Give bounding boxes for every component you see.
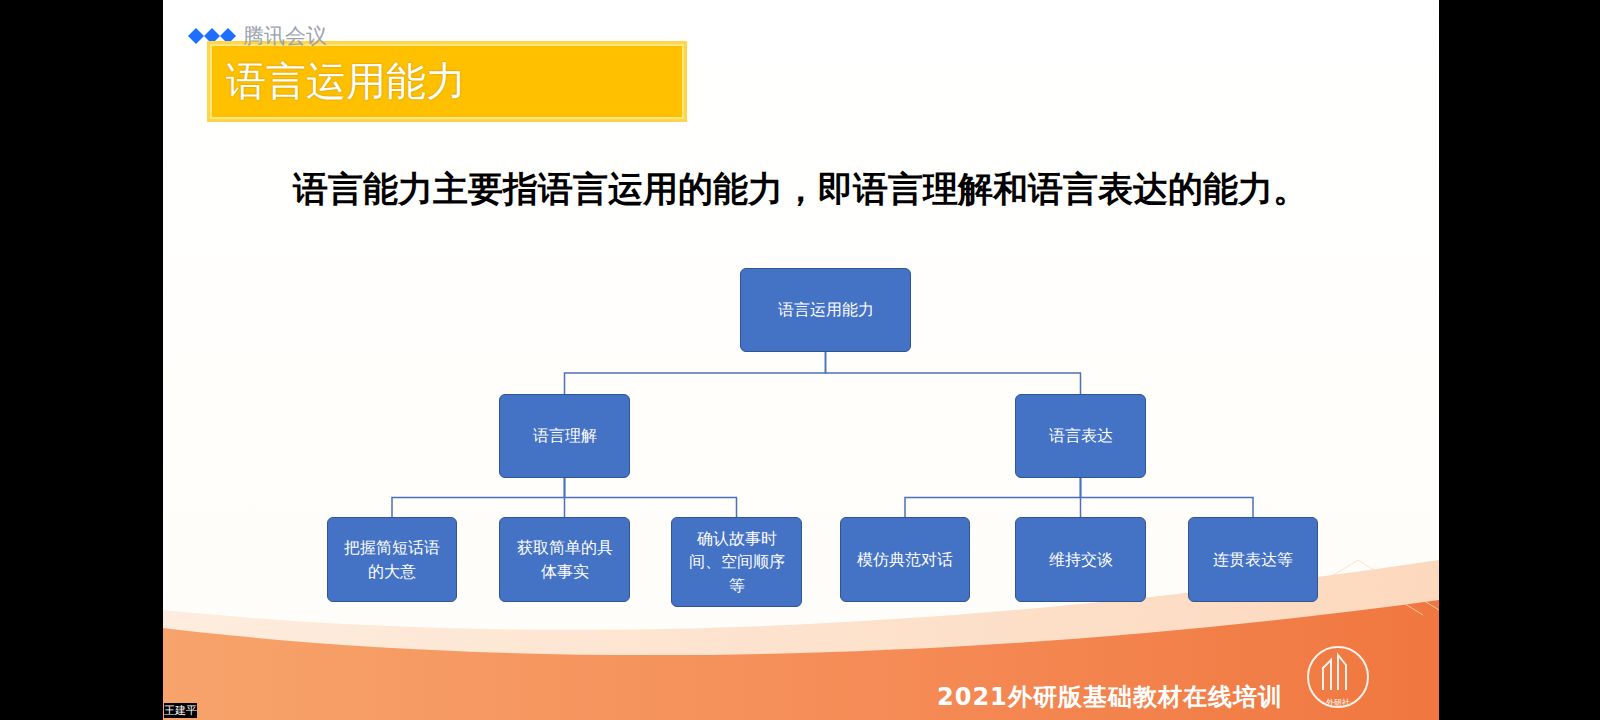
tree-connector <box>565 478 737 517</box>
participant-name: 王建平 <box>164 703 197 718</box>
box-text: 把握简短话语的大意 <box>328 530 456 588</box>
branch-box: 语言理解 <box>499 394 630 478</box>
box-text: 获取简单的具体事实 <box>500 530 629 588</box>
leaf-box: 把握简短话语的大意 <box>327 517 457 602</box>
tree-connector <box>1081 478 1254 517</box>
tree-connector <box>392 478 565 517</box>
subtitle: 语言能力主要指语言运用的能力，即语言理解和语言表达的能力。 <box>293 166 1308 213</box>
leaf-box: 维持交谈 <box>1015 517 1146 602</box>
app-watermark: 腾讯会议 <box>243 22 327 50</box>
leaf-box: 连贯表达等 <box>1188 517 1318 602</box>
leaf-box: 确认故事时间、空间顺序等 <box>671 517 802 607</box>
box-text: 维持交谈 <box>1039 542 1123 577</box>
box-text: 语言理解 <box>523 418 607 453</box>
box-text: 模仿典范对话 <box>847 542 963 577</box>
box-text: 确认故事时间、空间顺序等 <box>672 521 801 603</box>
leaf-box: 获取简单的具体事实 <box>499 517 630 602</box>
branch-box: 语言表达 <box>1015 394 1146 478</box>
box-text: 语言表达 <box>1039 418 1123 453</box>
slide-title: 语言运用能力 <box>210 44 684 119</box>
tree-connector <box>826 352 1081 394</box>
box-text: 语言运用能力 <box>768 292 884 327</box>
logo-text: 外研社 <box>1326 697 1350 708</box>
box-text: 连贯表达等 <box>1203 542 1303 577</box>
leaf-box: 模仿典范对话 <box>840 517 970 602</box>
root-box: 语言运用能力 <box>740 268 911 352</box>
tree-connector <box>905 478 1081 517</box>
tree-connector <box>565 352 826 394</box>
footer-text: 2021外研版基础教材在线培训 <box>937 681 1283 713</box>
